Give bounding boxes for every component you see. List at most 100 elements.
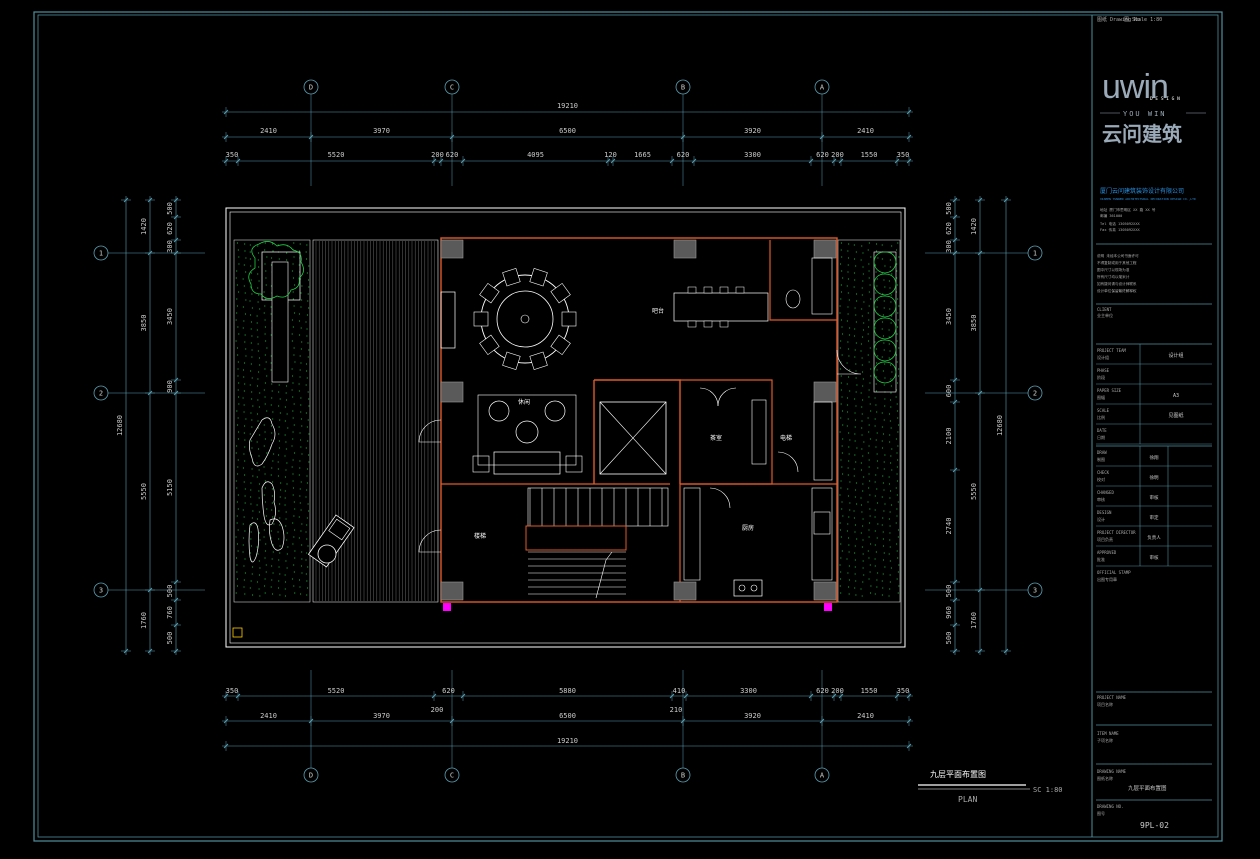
drawing-name-label: DRAWING NAME — [1097, 769, 1126, 774]
item-name-label: ITEM NAME — [1097, 731, 1119, 736]
drawing-no-cn: 图号 — [1097, 810, 1105, 816]
field-label-en: PAPER SIZE — [1097, 388, 1122, 393]
dim-label: 3970 — [373, 127, 390, 135]
company-logo: uwin — [1102, 68, 1168, 106]
drawing-no-value: 9PL-02 — [1140, 821, 1169, 830]
dim-label: 620 — [166, 222, 174, 235]
room-label-lounge: 休闲 — [518, 398, 530, 406]
sign-value: 徐翔 — [1150, 454, 1159, 461]
grid-label-row: 1 — [99, 250, 103, 258]
dim-label: 3300 — [740, 687, 757, 695]
dim-label: 200 — [431, 151, 444, 159]
dim-label: 200 — [431, 706, 444, 714]
dim-label: 5880 — [559, 687, 576, 695]
field-label-cn: 比例 — [1097, 414, 1105, 420]
logo-design: D E S I G N — [1150, 96, 1180, 102]
dim-label: 3850 — [970, 315, 978, 332]
site-boundary-inner — [229, 211, 902, 644]
room-label-bar: 吧台 — [652, 307, 664, 315]
dim-label: 300 — [945, 240, 953, 253]
dim-label: 620 — [945, 222, 953, 235]
sign-label-cn: 制图 — [1097, 456, 1105, 462]
project-name-value: 项目名称 — [1097, 701, 1113, 707]
dim-label: 350 — [226, 151, 239, 159]
dim-label: 500 — [945, 585, 953, 598]
field-value: 设计组 — [1168, 352, 1183, 359]
field-label-cn: 日期 — [1097, 434, 1105, 440]
dim-label: 5550 — [970, 483, 978, 500]
company-tel: Tel 电话 1305092XXX — [1100, 221, 1140, 226]
sign-label-cn: 审核 — [1097, 496, 1105, 502]
dim-label: 3850 — [140, 315, 148, 332]
grid-label-row: 2 — [1033, 390, 1037, 398]
dim-label: 1760 — [140, 612, 148, 629]
dim-label: 620 — [816, 151, 829, 159]
room-label-kitchen: 厨房 — [742, 524, 754, 532]
dim-label: 350 — [226, 687, 239, 695]
grid-label-row: 2 — [99, 390, 103, 398]
sign-label-cn: 项目负责 — [1097, 536, 1113, 542]
sign-label-en: CHANGED — [1097, 490, 1114, 495]
field-value: 见图纸 — [1168, 412, 1183, 419]
top-note: 图纸 Drawing No — [1097, 16, 1140, 23]
dim-label: 620 — [446, 151, 459, 159]
dim-label: 5520 — [328, 687, 345, 695]
sign-label-en: PROJECT DIRECTOR — [1097, 530, 1136, 535]
company-en: XIAMEN YUNWEN ARCHITECTURAL DECORATION D… — [1100, 197, 1196, 201]
address-1: 地址 厦门市思明区 XX 路 XX 号 — [1100, 207, 1156, 212]
field-label-en: SCALE — [1097, 408, 1110, 413]
dim-label: 2410 — [260, 127, 277, 135]
sign-label-cn: 批准 — [1097, 556, 1105, 562]
address-2: 邮编 361000 — [1100, 213, 1122, 218]
dim-label: 12680 — [116, 415, 124, 436]
drawing-name-value: 九层平面布置图 — [1128, 784, 1167, 792]
dim-label: 2410 — [857, 712, 874, 720]
room-label-tea: 茶室 — [710, 434, 722, 442]
dim-label: 350 — [897, 151, 910, 159]
project-name-label: PROJECT NAME — [1097, 695, 1126, 700]
dim-label: 6500 — [559, 127, 576, 135]
field-label-en: DATE — [1097, 428, 1107, 433]
interior-plan — [232, 237, 862, 638]
dim-label: 1420 — [970, 218, 978, 235]
dim-label: 19210 — [557, 737, 578, 745]
grid-label-row: 1 — [1033, 250, 1037, 258]
field-label-cn: 图幅 — [1097, 394, 1105, 400]
room-label-stair: 楼梯 — [474, 532, 486, 540]
sign-label-cn: 校对 — [1097, 476, 1105, 482]
dim-label: 12680 — [996, 415, 1004, 436]
north-marker — [232, 627, 243, 638]
dim-label: 760 — [166, 606, 174, 619]
sign-label-en: APPROVED — [1097, 550, 1117, 555]
dim-label: 3970 — [373, 712, 390, 720]
sign-value: 审核 — [1150, 494, 1159, 501]
grid-label-col: C — [450, 772, 454, 780]
dim-label: 960 — [945, 606, 953, 619]
dim-label: 2740 — [945, 518, 953, 535]
dim-label: 210 — [670, 706, 683, 714]
dim-label: 5550 — [140, 483, 148, 500]
dim-label: 4095 — [527, 151, 544, 159]
field-label-en: PROJECT TEAM — [1097, 348, 1126, 353]
section-marker — [443, 603, 451, 611]
field-label-en: PHASE — [1097, 368, 1110, 373]
dim-label: 5150 — [166, 479, 174, 496]
note-line: 所有尺寸均以毫米计 — [1097, 274, 1130, 279]
field-label-cn: 设计组 — [1097, 354, 1109, 360]
note-line: 如有疑问请与设计师联系 — [1097, 281, 1137, 286]
dim-label: 3450 — [945, 308, 953, 325]
section-marker — [824, 603, 832, 611]
grid-label-row: 3 — [99, 587, 103, 595]
drawing-name-cn: 图纸名称 — [1097, 775, 1113, 781]
dim-label: 620 — [677, 151, 690, 159]
sign-value: 审定 — [1150, 514, 1159, 521]
client-cn: 业主单位 — [1097, 312, 1113, 318]
dim-label: 1420 — [140, 218, 148, 235]
dim-label: 500 — [945, 632, 953, 645]
grid-label-col: C — [450, 84, 454, 92]
company-fax: Fax 传真 1305092XXX — [1100, 227, 1140, 232]
official-stamp-cn: 出图专用章 — [1097, 576, 1117, 582]
right-garden — [837, 239, 901, 603]
dim-label: 1550 — [861, 687, 878, 695]
